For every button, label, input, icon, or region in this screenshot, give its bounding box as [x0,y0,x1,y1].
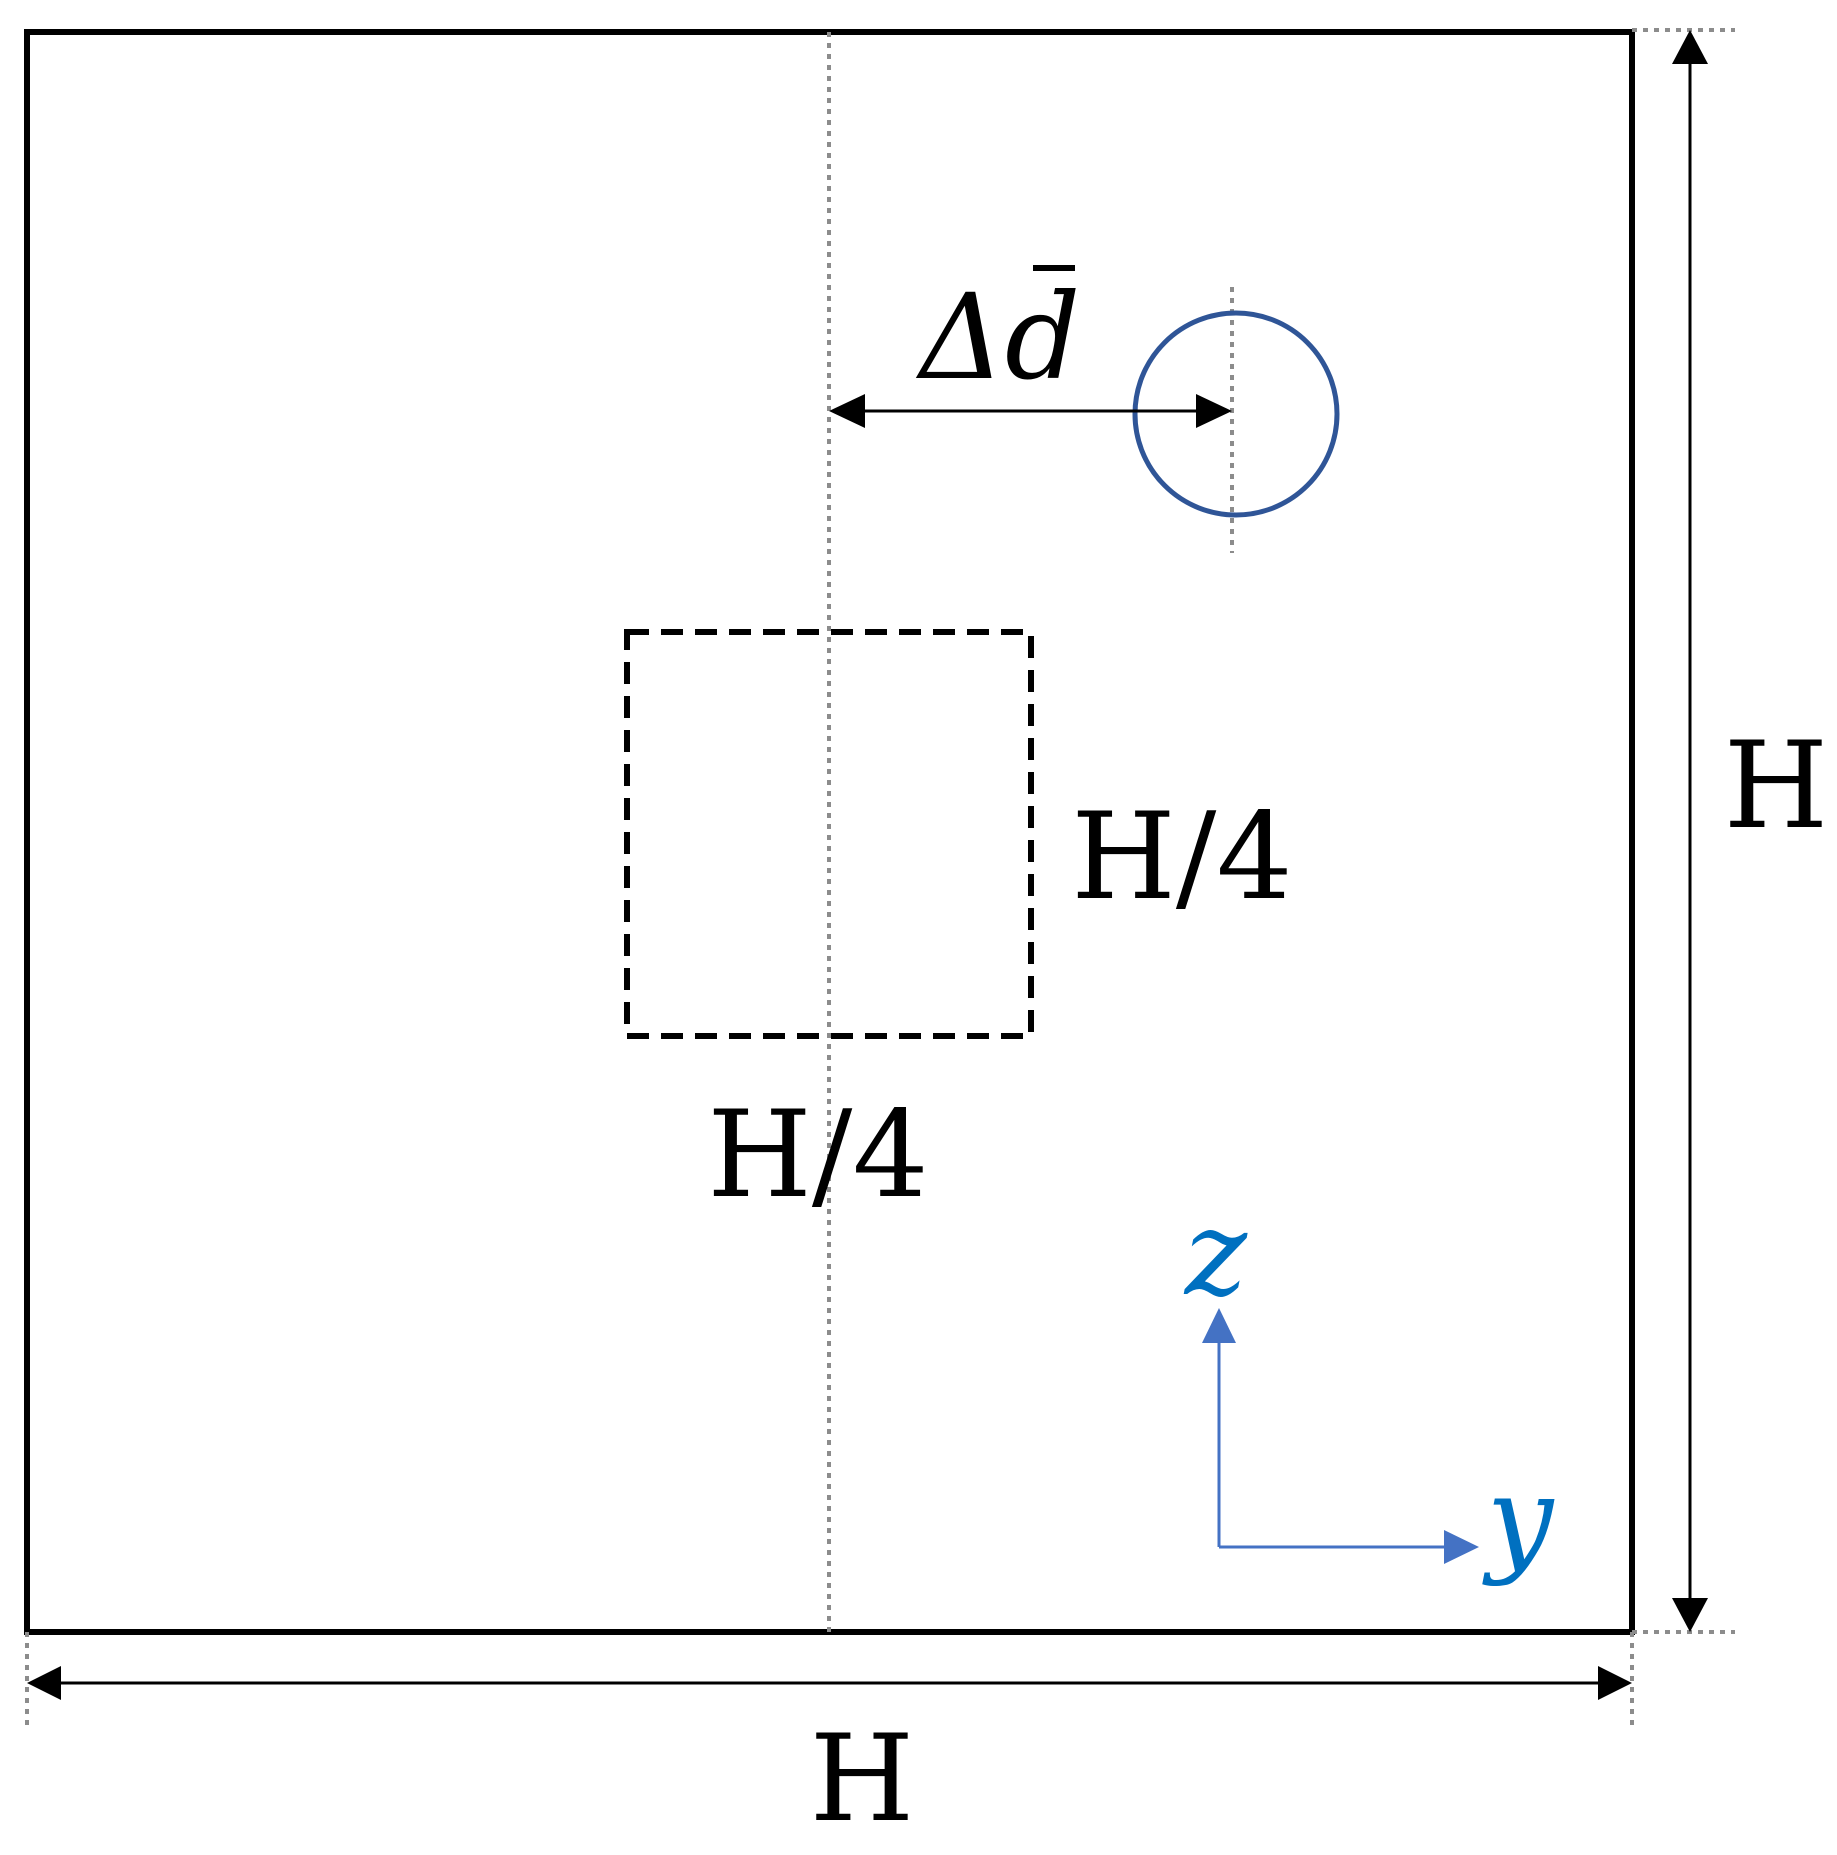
width-label: H [810,1710,915,1849]
height-label: H [1724,717,1829,856]
width-arrow-left-icon [27,1666,61,1700]
z-axis-arrow-icon [1202,1308,1236,1343]
box-width-label: H/4 [707,1086,928,1225]
y-axis-arrow-icon [1444,1530,1479,1564]
offset-label: Δd [916,268,1081,406]
particle-circle [1132,310,1340,518]
height-arrow-top-icon [1672,30,1708,64]
box-height-label: H/4 [1071,788,1292,927]
y-axis-label: y [1482,1450,1555,1588]
offset-arrow-left-icon [829,394,865,428]
offset-symbol: Δ [916,268,1005,406]
height-arrow-bottom-icon [1672,1598,1708,1632]
domain-boundary [24,29,1635,1635]
width-arrow-right-icon [1598,1666,1632,1700]
sub-region-box [624,629,1034,1039]
offset-variable: d [1005,268,1081,406]
offset-arrow-right-icon [1196,394,1232,428]
z-axis-label: z [1183,1184,1248,1322]
